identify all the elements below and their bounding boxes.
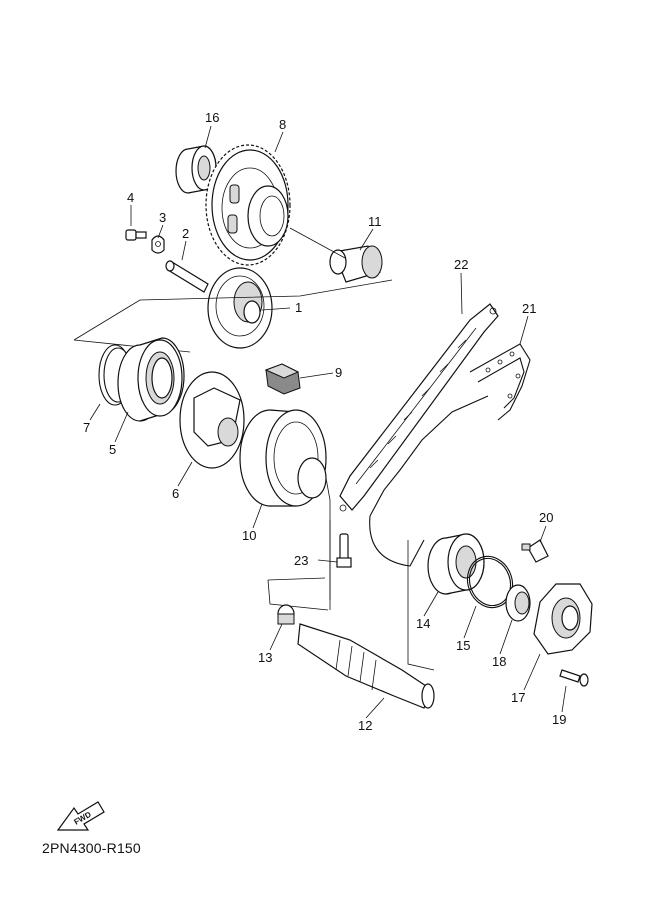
callout-1: 1: [295, 300, 302, 315]
callout-15: 15: [456, 638, 470, 653]
part-6-housing[interactable]: [179, 371, 245, 469]
part-3-plate[interactable]: [151, 235, 165, 254]
part-18-oil-seal[interactable]: [505, 584, 531, 622]
callout-13: 13: [258, 650, 272, 665]
part-4-bolt[interactable]: [125, 229, 147, 241]
part-11-bushing[interactable]: [329, 245, 383, 283]
callout-17: 17: [511, 690, 525, 705]
part-9-cushion[interactable]: [264, 363, 301, 395]
part-8-gear[interactable]: [205, 144, 291, 266]
part-15-o-ring[interactable]: [460, 550, 519, 614]
callout-6: 6: [172, 486, 179, 501]
callout-19: 19: [552, 712, 566, 727]
part-21-cam-chain[interactable]: [369, 343, 531, 567]
part-17-housing[interactable]: [533, 583, 593, 655]
part-2-shaft[interactable]: [165, 260, 209, 293]
part-5-clutch[interactable]: [117, 337, 185, 422]
callout-9: 9: [335, 365, 342, 380]
callout-14: 14: [416, 616, 430, 631]
leader-lines: [89, 125, 567, 719]
callout-16: 16: [205, 110, 219, 125]
part-12-shaft[interactable]: [297, 623, 435, 709]
part-10-hub[interactable]: [239, 409, 331, 600]
callout-21: 21: [522, 301, 536, 316]
callout-12: 12: [358, 718, 372, 733]
callout-8: 8: [279, 117, 286, 132]
part-23-bolt[interactable]: [336, 533, 352, 568]
callout-5: 5: [109, 442, 116, 457]
part-22-chain-guide[interactable]: [339, 303, 499, 512]
diagram-code: 2PN4300-R150: [42, 840, 141, 856]
part-19-bolt[interactable]: [559, 669, 589, 687]
guide-line-11: [289, 227, 346, 259]
callout-11: 11: [368, 214, 382, 229]
guide-box-lower: [267, 520, 331, 611]
callout-4: 4: [127, 190, 134, 205]
callout-18: 18: [492, 654, 506, 669]
fwd-arrow-icon: FWD: [56, 801, 105, 831]
part-20-plug[interactable]: [521, 539, 549, 563]
callout-10: 10: [242, 528, 256, 543]
callout-7: 7: [83, 420, 90, 435]
guide-line-12: [407, 540, 435, 671]
callout-20: 20: [539, 510, 553, 525]
callout-3: 3: [159, 210, 166, 225]
part-13-bushing[interactable]: [277, 604, 295, 625]
callout-22: 22: [454, 257, 468, 272]
callout-23: 23: [294, 553, 308, 568]
part-1-wheel-gear[interactable]: [207, 267, 273, 349]
callout-2: 2: [182, 226, 189, 241]
